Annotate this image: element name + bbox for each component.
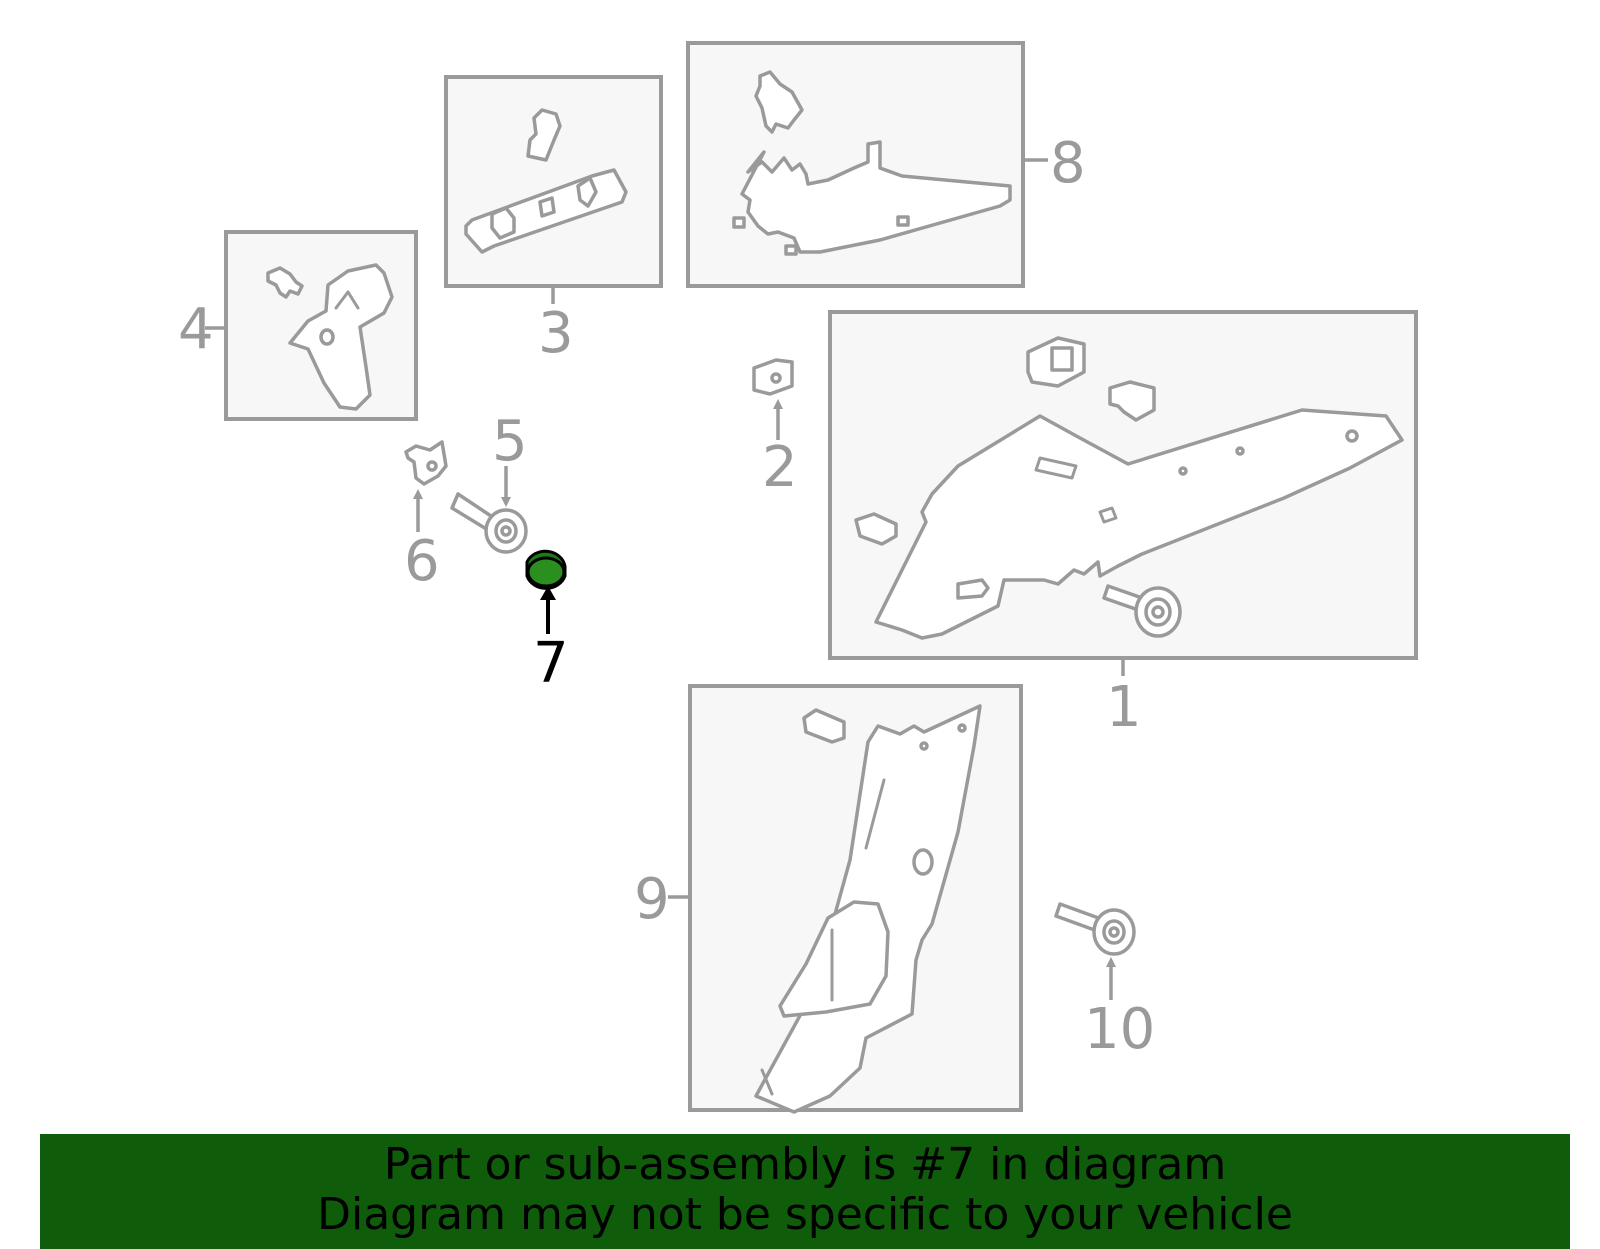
part-4-clip-icon: [266, 266, 304, 299]
part-7-arrowhead: [540, 586, 556, 600]
part-3-group[interactable]: 3: [444, 75, 663, 366]
callout-10: 10: [1084, 997, 1155, 1062]
part-1-trim-panel-icon: [874, 408, 1404, 640]
callout-9: 9: [634, 867, 670, 932]
part-6-group[interactable]: 6: [404, 440, 448, 594]
callout-4: 4: [178, 297, 214, 362]
part-7-group[interactable]: 7: [525, 549, 569, 696]
part-8-trim-icon: [740, 140, 1012, 254]
part-9-group[interactable]: 9: [634, 684, 1023, 1114]
part-2-group[interactable]: 2: [752, 358, 798, 500]
part-1-screw-icon: [956, 578, 990, 600]
part-7-highlighted-icon: [525, 549, 567, 590]
callout-2: 2: [762, 435, 798, 500]
part-6-clip-icon: [404, 440, 448, 486]
part-8-box: [686, 41, 1025, 288]
banner-line-1: Part or sub-assembly is #7 in diagram: [383, 1139, 1227, 1190]
part-5-group[interactable]: 5: [450, 409, 528, 554]
part-3-clip-icon: [526, 108, 562, 162]
callout-3: 3: [538, 301, 574, 366]
part-4-group[interactable]: 4: [178, 230, 418, 421]
part-1-clip-small-icon: [1108, 380, 1156, 422]
part-3-box: [444, 75, 663, 288]
callout-8: 8: [1050, 131, 1086, 196]
banner-line-2: Diagram may not be specific to your vehi…: [317, 1189, 1293, 1240]
part-9-clip-icon: [802, 708, 846, 744]
callout-1: 1: [1106, 675, 1142, 740]
part-1-group[interactable]: 1: [828, 310, 1418, 740]
callout-6: 6: [404, 529, 440, 594]
callout-7: 7: [533, 631, 569, 696]
part-8-clip-icon: [754, 70, 804, 134]
part-4-bracket-icon: [288, 263, 394, 411]
callout-5: 5: [492, 409, 528, 474]
part-8-group[interactable]: 8: [686, 41, 1086, 288]
part-1-retainer-icon: [854, 512, 898, 546]
part-10-group[interactable]: 10: [1054, 902, 1155, 1062]
part-1-bolt-icon: [1102, 584, 1182, 638]
info-banner: Part or sub-assembly is #7 in diagram Di…: [40, 1134, 1570, 1249]
